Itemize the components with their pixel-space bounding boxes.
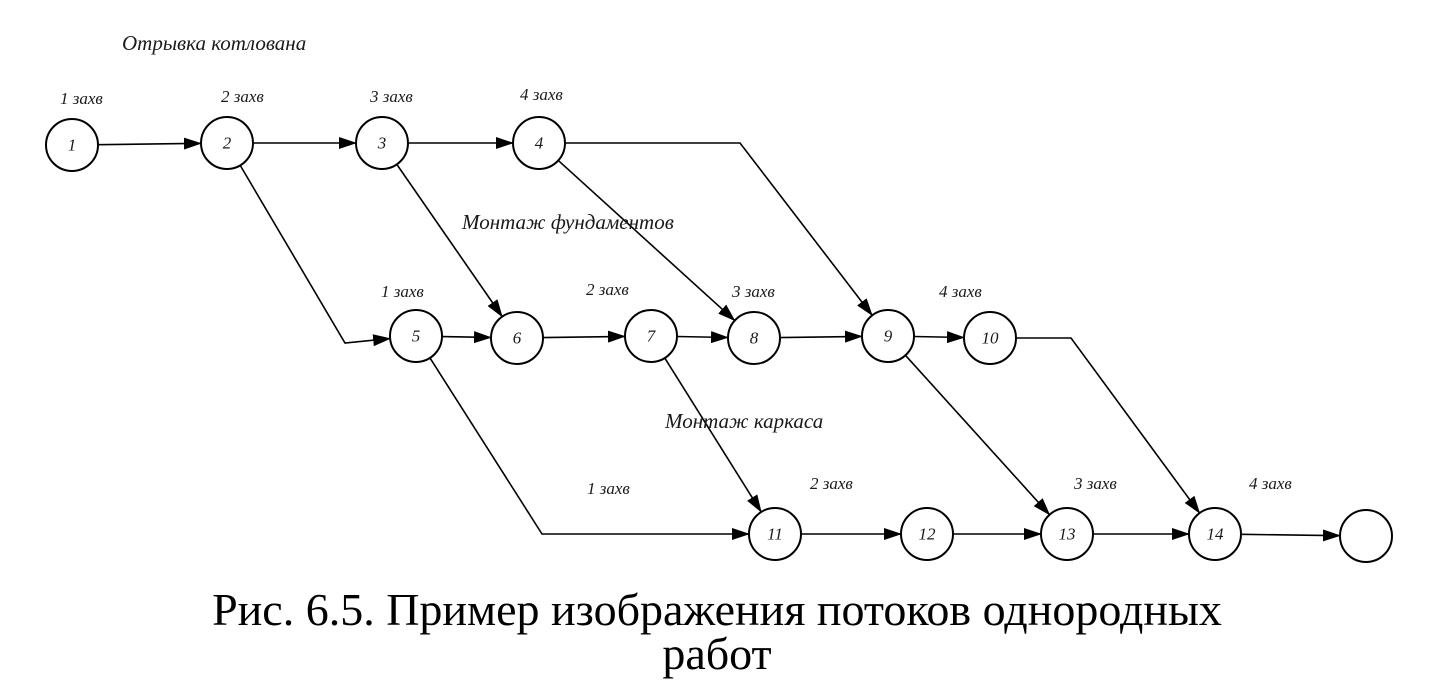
node-5-label: 5 [412,327,421,346]
edge-3-6 [396,163,503,318]
edge-1-2 [97,137,203,150]
node-12-circle [900,507,954,561]
edge-5-11 [429,357,750,540]
caption-line-1: Рис. 6.5. Пример изображения потоков одн… [212,584,1222,635]
foundations-title: Монтаж фундаментов [461,210,674,234]
node-6-label: 6 [513,329,522,348]
row1-grip-1-label: 1 захв [60,89,103,108]
edge-6-7 [542,330,627,343]
node-2-label: 2 [223,134,232,153]
figure-caption: Рис. 6.5. Пример изображения потоков одн… [0,584,1434,679]
node-4-circle [512,116,566,170]
edge-8-9 [779,330,864,343]
row3-grip-1-label: 1 захв [587,479,630,498]
row2-grip-3-label: 3 захв [731,282,775,301]
node-4-label: 4 [535,134,544,153]
node-2-circle [200,116,254,170]
node-7: 7 [624,309,678,363]
node-9-circle [861,309,915,363]
node-6-circle [490,311,544,365]
node-7-circle [624,309,678,363]
node-13-label: 13 [1059,525,1076,544]
node-3-circle [355,116,409,170]
node-14: 14 [1188,507,1242,561]
edge-5-6 [441,331,493,344]
caption-line-2: работ [662,628,772,679]
node-1-label: 1 [68,136,77,155]
node-8-circle [727,311,781,365]
edge-2-5 [239,164,392,347]
node-2: 2 [200,116,254,170]
node-9-label: 9 [884,327,893,346]
frame-title: Монтаж каркаса [664,409,823,433]
node-5: 5 [389,309,443,363]
node-14-label: 14 [1207,525,1225,544]
node-8-label: 8 [750,329,759,348]
edge-9-13 [904,354,1051,516]
row1-grip-4-label: 4 захв [520,85,563,104]
row3-grip-4-label: 4 захв [1249,474,1292,493]
node-11-label: 11 [767,525,783,544]
node-4: 4 [512,116,566,170]
row2-grip-2-label: 2 захв [586,280,629,299]
node-13-circle [1040,507,1094,561]
row3-grip-3-label: 3 захв [1073,474,1117,493]
node-1: 1 [45,118,99,172]
node-11: 11 [748,507,802,561]
node-5-circle [389,309,443,363]
node-12-label: 12 [919,525,937,544]
node-1-circle [45,118,99,172]
node-3: 3 [355,116,409,170]
node-9: 9 [861,309,915,363]
edges-layer [97,137,1342,542]
edge-10-14 [1016,337,1201,514]
node-8: 8 [727,311,781,365]
edge-4-8 [557,159,736,322]
node-6: 6 [490,311,544,365]
node-7-label: 7 [647,327,657,346]
edge-7-11 [664,357,762,513]
node-11-circle [748,507,802,561]
excavation-title: Отрывка котлована [122,31,306,55]
node-10: 10 [963,311,1017,365]
edge-14-15 [1240,529,1342,542]
edge-7-8 [676,331,730,344]
row2-grip-4-label: 4 захв [939,282,982,301]
edge-9-10 [913,331,966,344]
node-10-circle [963,311,1017,365]
node-13: 13 [1040,507,1094,561]
node-14-circle [1188,507,1242,561]
node-3-label: 3 [377,134,387,153]
node-15-circle [1339,509,1393,563]
edge-4-9 [565,142,873,317]
row1-grip-2-label: 2 захв [221,87,264,106]
node-15 [1339,509,1393,563]
row1-grip-3-label: 3 захв [369,87,413,106]
row2-grip-1-label: 1 захв [381,282,424,301]
row3-grip-2-label: 2 захв [810,474,853,493]
node-12: 12 [900,507,954,561]
node-10-label: 10 [982,329,1000,348]
